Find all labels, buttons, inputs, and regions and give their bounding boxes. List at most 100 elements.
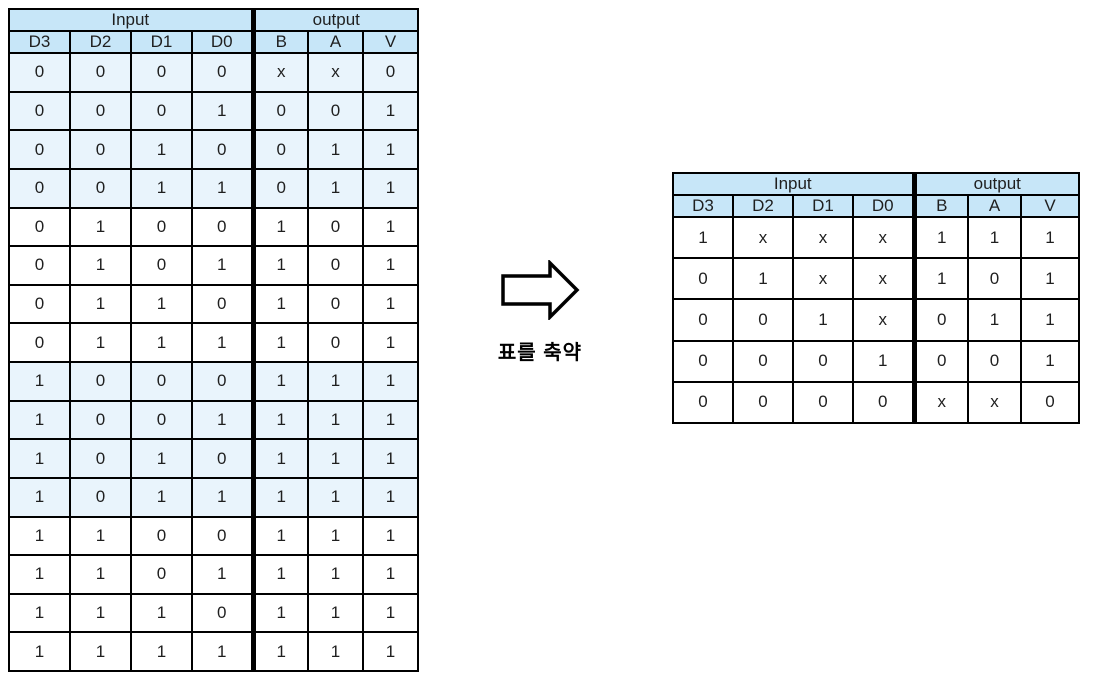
table-cell: x: [250, 52, 309, 93]
table-cell: 1: [130, 592, 193, 634]
table-cell: 1: [69, 245, 132, 286]
table-cell: 1: [362, 438, 419, 479]
table-cell: 1: [69, 631, 132, 672]
column-header: D3: [672, 194, 734, 218]
table-cell: 0: [191, 206, 254, 248]
table-cell: 0: [8, 206, 71, 248]
table-cell: 1: [130, 283, 193, 325]
table-cell: 0: [8, 167, 71, 209]
table-cell: 0: [69, 399, 132, 441]
table-cell: 1: [362, 554, 419, 595]
table-cell: 0: [250, 129, 309, 170]
table-cell: 1: [307, 631, 364, 672]
column-header: D0: [191, 30, 254, 54]
table-cell: 1: [250, 631, 309, 672]
column-header: V: [1020, 194, 1080, 218]
table-cell: x: [852, 298, 915, 342]
table-cell: 0: [8, 322, 71, 363]
table-cell: 0: [191, 515, 254, 557]
table-cell: 1: [130, 167, 193, 209]
table-cell: 1: [362, 167, 419, 209]
table-cell: 0: [69, 167, 132, 209]
table-cell: 0: [250, 90, 309, 132]
table-cell: 0: [792, 339, 854, 383]
table-cell: 1: [967, 215, 1022, 260]
table-cell: 0: [191, 361, 254, 402]
table-cell: 1: [191, 631, 254, 672]
table-cell: 1: [191, 554, 254, 595]
table-cell: 1: [130, 631, 193, 672]
table-cell: 0: [130, 52, 193, 93]
table-cell: 1: [250, 476, 309, 518]
table-cell: 1: [307, 361, 364, 402]
table-cell: 1: [362, 399, 419, 441]
table-cell: 1: [911, 257, 969, 301]
table-cell: 0: [307, 283, 364, 325]
table-cell: 1: [250, 515, 309, 557]
transform-annotation: 표를 축약: [470, 260, 610, 365]
table-cell: 1: [250, 283, 309, 325]
table-cell: 0: [69, 361, 132, 402]
table-cell: 0: [672, 298, 734, 342]
table-cell: 1: [191, 90, 254, 132]
table-cell: 1: [362, 592, 419, 634]
table-cell: 1: [69, 283, 132, 325]
table-cell: 0: [8, 90, 71, 132]
table-cell: 1: [8, 476, 71, 518]
table-cell: 0: [191, 283, 254, 325]
table-cell: 1: [1020, 257, 1080, 301]
table-cell: 1: [1020, 298, 1080, 342]
table-cell: x: [792, 257, 854, 301]
right-group-header-input: Input: [672, 172, 915, 196]
left-group-header-output: output: [250, 8, 419, 32]
table-cell: 0: [8, 129, 71, 170]
table-cell: 1: [732, 257, 794, 301]
table-cell: 0: [911, 339, 969, 383]
column-header: D0: [852, 194, 915, 218]
table-cell: 1: [8, 554, 71, 595]
table-cell: 0: [130, 245, 193, 286]
table-cell: 0: [69, 438, 132, 479]
table-cell: 0: [307, 206, 364, 248]
table-cell: 1: [250, 554, 309, 595]
table-cell: 1: [362, 245, 419, 286]
table-cell: 1: [69, 554, 132, 595]
table-cell: 0: [69, 476, 132, 518]
table-cell: 1: [362, 322, 419, 363]
table-cell: 0: [307, 322, 364, 363]
table-cell: 1: [69, 592, 132, 634]
table-cell: 1: [852, 339, 915, 383]
table-cell: 0: [362, 52, 419, 93]
column-header: D1: [792, 194, 854, 218]
table-cell: 1: [250, 245, 309, 286]
table-cell: 1: [967, 298, 1022, 342]
right-group-header-output: output: [911, 172, 1080, 196]
table-cell: 1: [130, 129, 193, 170]
table-cell: 0: [191, 438, 254, 479]
table-cell: 0: [307, 245, 364, 286]
table-cell: 1: [8, 361, 71, 402]
table-cell: 1: [130, 322, 193, 363]
table-cell: x: [852, 215, 915, 260]
table-cell: 1: [250, 399, 309, 441]
table-cell: 1: [250, 322, 309, 363]
table-cell: x: [967, 380, 1022, 425]
table-cell: 1: [911, 215, 969, 260]
table-cell: 0: [250, 167, 309, 209]
table-cell: 0: [1020, 380, 1080, 425]
table-cell: 0: [732, 339, 794, 383]
table-cell: 1: [307, 554, 364, 595]
table-cell: x: [852, 257, 915, 301]
